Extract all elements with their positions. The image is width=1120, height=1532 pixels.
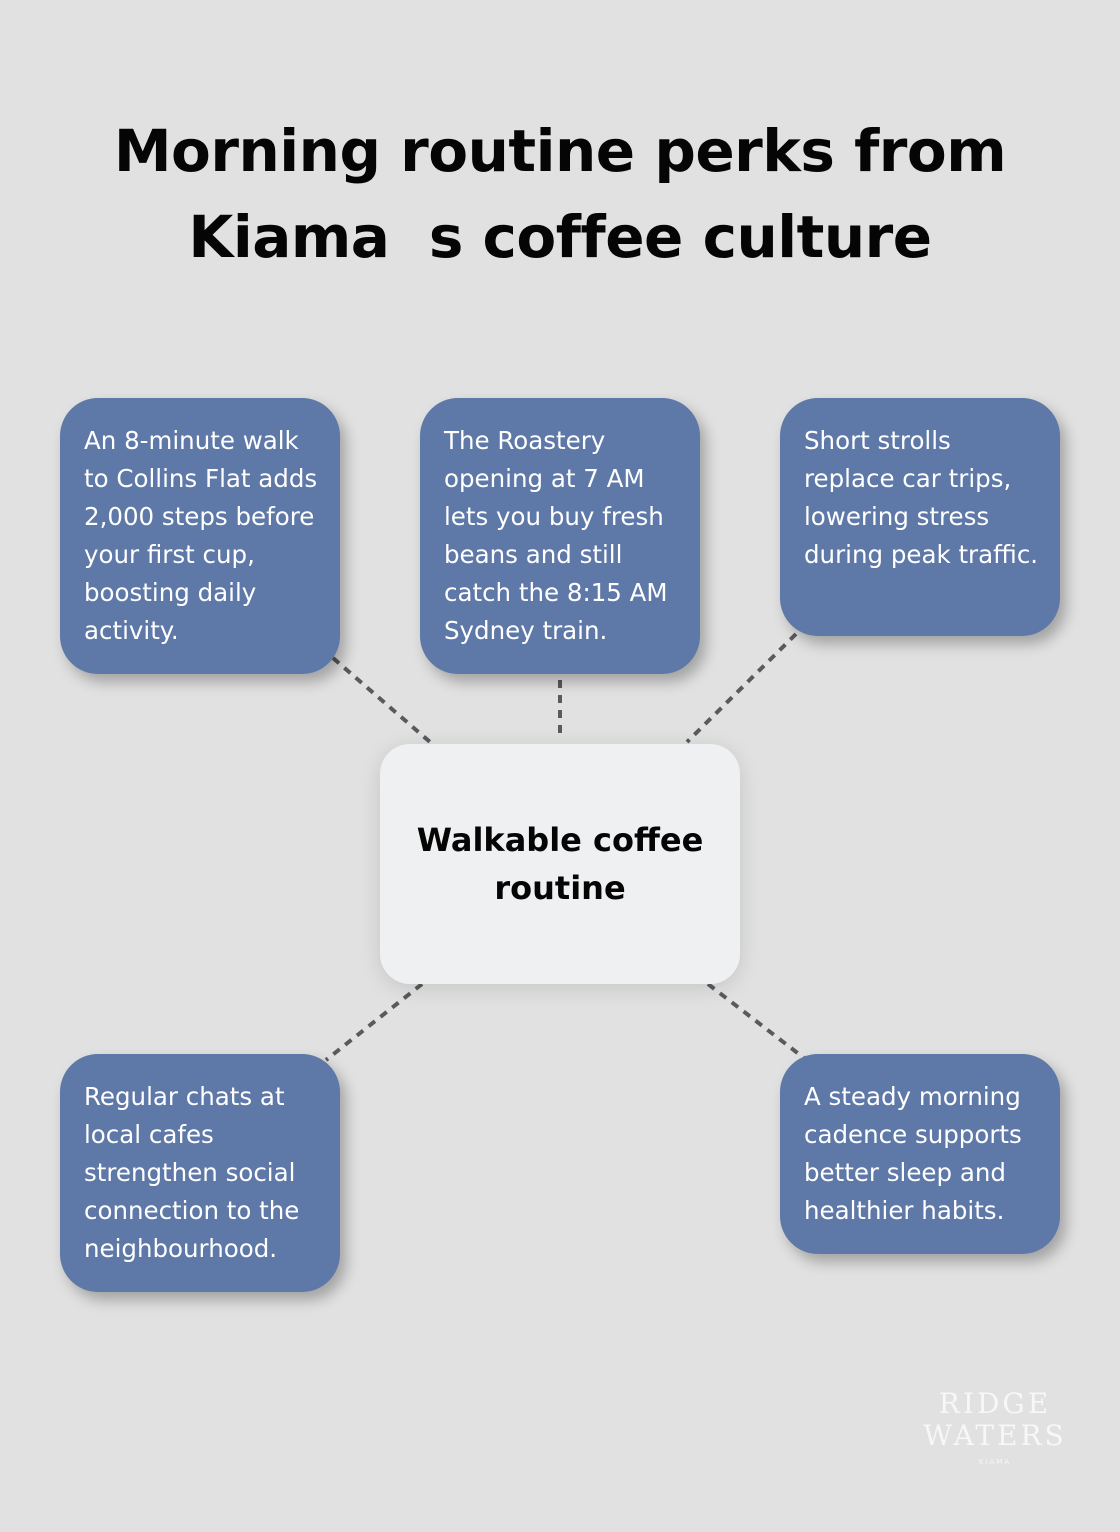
center-node-label: Walkable coffee routine	[416, 821, 704, 907]
card-top-left-text: An 8-minute walk to Collins Flat adds 2,…	[84, 426, 318, 645]
logo-line-1: RIDGE	[938, 1387, 1052, 1420]
card-bottom-right-text: A steady morning cadence supports better…	[804, 1082, 1022, 1225]
connector-bottom-right	[706, 982, 806, 1060]
card-top-left: An 8-minute walk to Collins Flat adds 2,…	[60, 398, 340, 674]
card-bottom-left-text: Regular chats at local cafes strengthen …	[84, 1082, 300, 1263]
title-line-1: Morning routine perks from	[113, 117, 1007, 185]
connector-top-right	[685, 632, 798, 744]
title-line-2: Kiama s coffee culture	[188, 203, 932, 271]
card-top-right-text: Short strolls replace car trips, lowerin…	[804, 426, 1039, 569]
card-bottom-left: Regular chats at local cafes strengthen …	[60, 1054, 340, 1292]
card-top-middle: The Roastery opening at 7 AM lets you bu…	[420, 398, 700, 674]
logo-line-3: KIAMA	[978, 1458, 1012, 1466]
center-node: Walkable coffee routine	[380, 744, 740, 984]
connector-bottom-left	[324, 982, 424, 1062]
logo-line-2: WATERS	[923, 1419, 1067, 1452]
page-title: Morning routine perks from Kiama s coffe…	[60, 108, 1060, 280]
card-top-middle-text: The Roastery opening at 7 AM lets you bu…	[444, 426, 668, 645]
brand-logo: RIDGE WATERS KIAMA	[920, 1387, 1070, 1467]
connector-top-left	[331, 656, 432, 744]
card-top-right: Short strolls replace car trips, lowerin…	[780, 398, 1060, 636]
card-bottom-right: A steady morning cadence supports better…	[780, 1054, 1060, 1254]
